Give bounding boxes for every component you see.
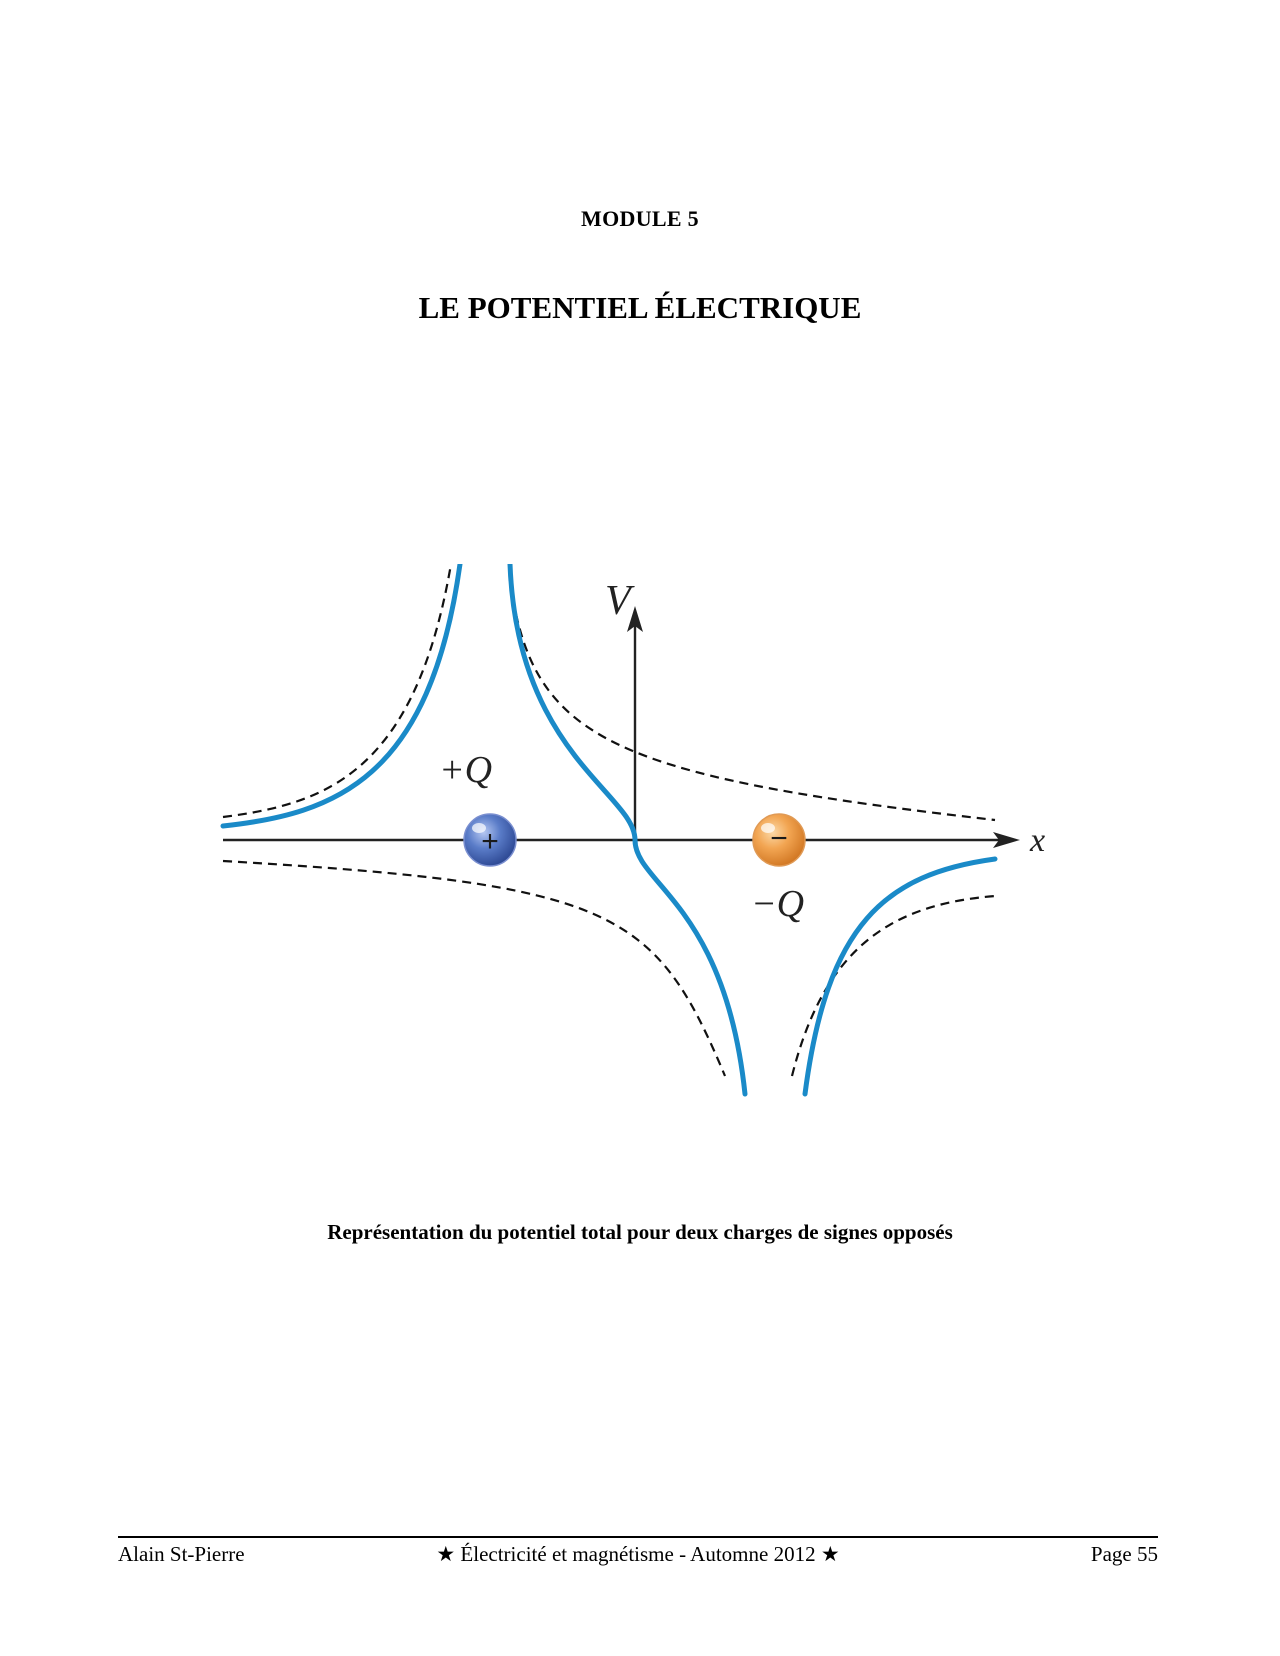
total-potential-center-branch (507, 564, 748, 1097)
positive-charge-sign: + (481, 825, 499, 858)
potential-diagram: + − V x +Q −Q (220, 564, 1045, 1097)
module-label: MODULE 5 (581, 206, 699, 231)
footer-page-number: Page 55 (1090, 1542, 1158, 1566)
individual-potential-curves (222, 564, 996, 1077)
footer-divider (118, 1536, 1158, 1538)
footer-author: Alain St-Pierre (118, 1542, 245, 1566)
v-axis-arrowhead (627, 606, 643, 632)
x-axis-arrowhead (993, 832, 1020, 848)
figure-caption: Représentation du potentiel total pour d… (327, 1220, 953, 1244)
positive-charge: + (463, 813, 517, 867)
negative-charge-sign: − (770, 822, 788, 855)
page-footer: Alain St-Pierre ★ Électricité et magnéti… (118, 1542, 1158, 1572)
positive-charge-potential-right (514, 613, 996, 822)
v-axis-label: V (605, 578, 635, 624)
negative-charge-potential-left (222, 859, 727, 1077)
positive-charge-potential-left (222, 564, 453, 819)
footer-course: ★ Électricité et magnétisme - Automne 20… (436, 1542, 840, 1566)
negative-charge-potential-right (790, 894, 996, 1077)
positive-charge-label: +Q (439, 749, 492, 791)
total-potential-left-branch (220, 564, 463, 829)
x-axis-label: x (1029, 822, 1045, 859)
potential-figure: + − V x +Q −Q (215, 564, 1060, 1112)
total-potential-curves (220, 564, 998, 1097)
negative-charge-label: −Q (751, 883, 804, 925)
page-title: LE POTENTIEL ÉLECTRIQUE (418, 290, 862, 325)
total-potential-right-branch (802, 856, 998, 1097)
negative-charge: − (752, 813, 806, 867)
